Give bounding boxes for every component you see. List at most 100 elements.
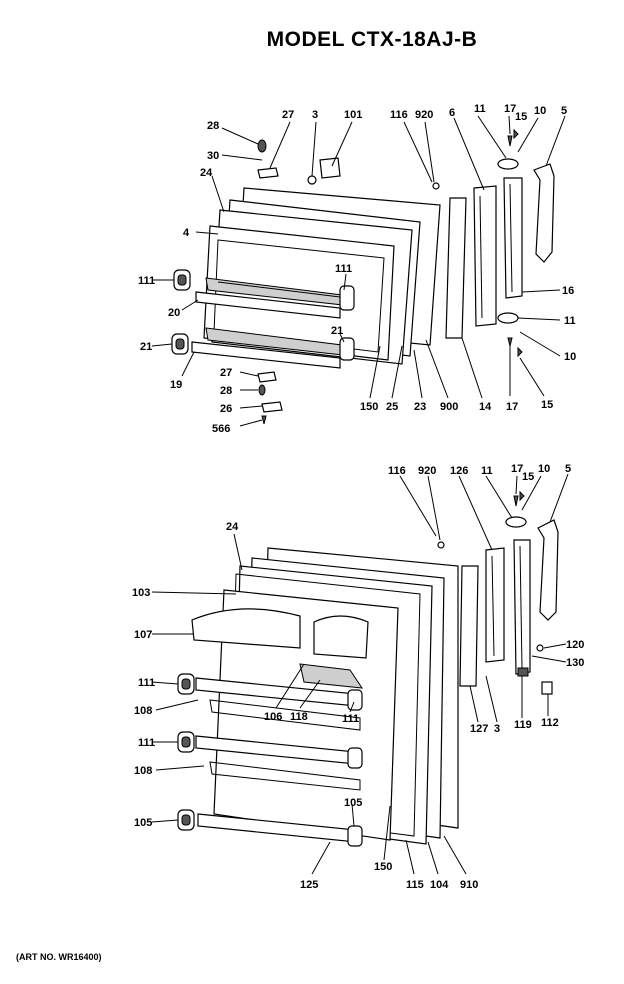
label-910: 910 (460, 879, 478, 891)
label-3: 3 (494, 723, 500, 735)
part-112 (541, 681, 553, 695)
shelf-cap-right-1 (347, 689, 363, 711)
label-127: 127 (470, 723, 488, 735)
label-14: 14 (479, 401, 492, 413)
label-28: 28 (207, 120, 219, 132)
screw-120 (536, 644, 544, 652)
label-11: 11 (474, 103, 486, 115)
label-3: 3 (312, 109, 318, 121)
fresh-food-handle-bar (513, 539, 531, 675)
plug-920-lower (437, 541, 445, 549)
hinge-cap-27-lower (257, 371, 277, 383)
label-19: 19 (170, 379, 182, 391)
label-107: 107 (134, 629, 152, 641)
shelf-cap-right-2 (347, 747, 363, 769)
screw-15-lower (517, 346, 523, 358)
art-number: (ART NO. WR16400) (16, 952, 102, 962)
label-101: 101 (344, 109, 362, 121)
fresh-food-door-assembly (177, 490, 559, 847)
label-11: 11 (481, 465, 493, 477)
label-920: 920 (418, 465, 436, 477)
label-21: 21 (331, 325, 343, 337)
label-105: 105 (344, 797, 362, 809)
label-103: 103 (132, 587, 150, 599)
plug-28-lower (258, 384, 266, 396)
label-15: 15 (522, 471, 534, 483)
label-115: 115 (406, 879, 424, 891)
label-26: 26 (220, 403, 232, 415)
label-111: 111 (138, 275, 155, 287)
egg-tray (299, 663, 364, 689)
label-116: 116 (388, 465, 406, 477)
label-150: 150 (374, 861, 392, 873)
label-10: 10 (534, 105, 546, 117)
label-4: 4 (183, 227, 190, 239)
label-111: 111 (138, 677, 155, 689)
label-24: 24 (200, 167, 213, 179)
label-20: 20 (168, 307, 180, 319)
label-5: 5 (561, 105, 567, 117)
freezer-part-labels: 28 27 3 101 116 920 6 11 17 15 10 5 30 2… (138, 103, 576, 435)
label-16: 16 (562, 285, 574, 297)
label-5: 5 (565, 463, 571, 475)
screw-15 (519, 490, 525, 502)
label-17: 17 (506, 401, 518, 413)
hinge-lower (497, 312, 519, 324)
label-120: 120 (566, 639, 584, 651)
fresh-food-leader-lines (151, 473, 569, 875)
freezer-handle-trim-6 (473, 185, 497, 327)
freezer-shelf-bar-lower (191, 341, 341, 369)
screw-15-upper (513, 128, 519, 140)
label-106: 106 (264, 711, 282, 723)
label-24: 24 (226, 521, 239, 533)
shelf-end-cap-lower (339, 337, 355, 361)
label-25: 25 (386, 401, 398, 413)
fresh-food-door-handle (537, 519, 559, 621)
label-21: 21 (140, 341, 152, 353)
label-108: 108 (134, 705, 152, 717)
label-27: 27 (282, 109, 294, 121)
label-111: 111 (342, 713, 359, 725)
label-126: 126 (450, 465, 468, 477)
hinge-cap-27 (257, 167, 279, 179)
label-10: 10 (564, 351, 576, 363)
label-15: 15 (541, 399, 553, 411)
plug-920 (432, 182, 440, 190)
label-30: 30 (207, 150, 219, 162)
label-10: 10 (538, 463, 550, 475)
screw-566 (261, 415, 267, 425)
label-11: 11 (564, 315, 576, 327)
screw-3 (307, 175, 317, 185)
label-900: 900 (440, 401, 458, 413)
label-28: 28 (220, 385, 232, 397)
label-17: 17 (504, 103, 516, 115)
dairy-compartment-right (313, 615, 369, 659)
plug-28 (257, 139, 267, 153)
fresh-food-handle-trim (485, 547, 505, 663)
shelf-end-cap-upper (339, 285, 355, 311)
label-119: 119 (514, 719, 532, 731)
freezer-door-handle (533, 163, 555, 263)
part-101 (319, 157, 341, 179)
label-108: 108 (134, 765, 152, 777)
bracket-119 (517, 667, 529, 677)
label-27: 27 (220, 367, 232, 379)
freezer-handle-bar-16 (503, 177, 523, 299)
label-6: 6 (449, 107, 455, 119)
hinge-26 (261, 401, 283, 413)
label-105: 105 (134, 817, 152, 829)
label-111: 111 (335, 263, 352, 275)
label-125: 125 (300, 879, 318, 891)
freezer-leader-lines (151, 115, 566, 427)
freezer-gasket-strip (445, 197, 467, 339)
label-130: 130 (566, 657, 584, 669)
label-566: 566 (212, 423, 230, 435)
screw-17 (513, 495, 519, 507)
hinge-upper (497, 158, 519, 170)
shelf-cap-right-3 (347, 825, 363, 847)
label-104: 104 (430, 879, 449, 891)
screw-17-lower (507, 337, 513, 347)
fresh-food-gasket-strip (459, 565, 479, 687)
diagram-title: MODEL CTX-18AJ-B (266, 28, 478, 51)
